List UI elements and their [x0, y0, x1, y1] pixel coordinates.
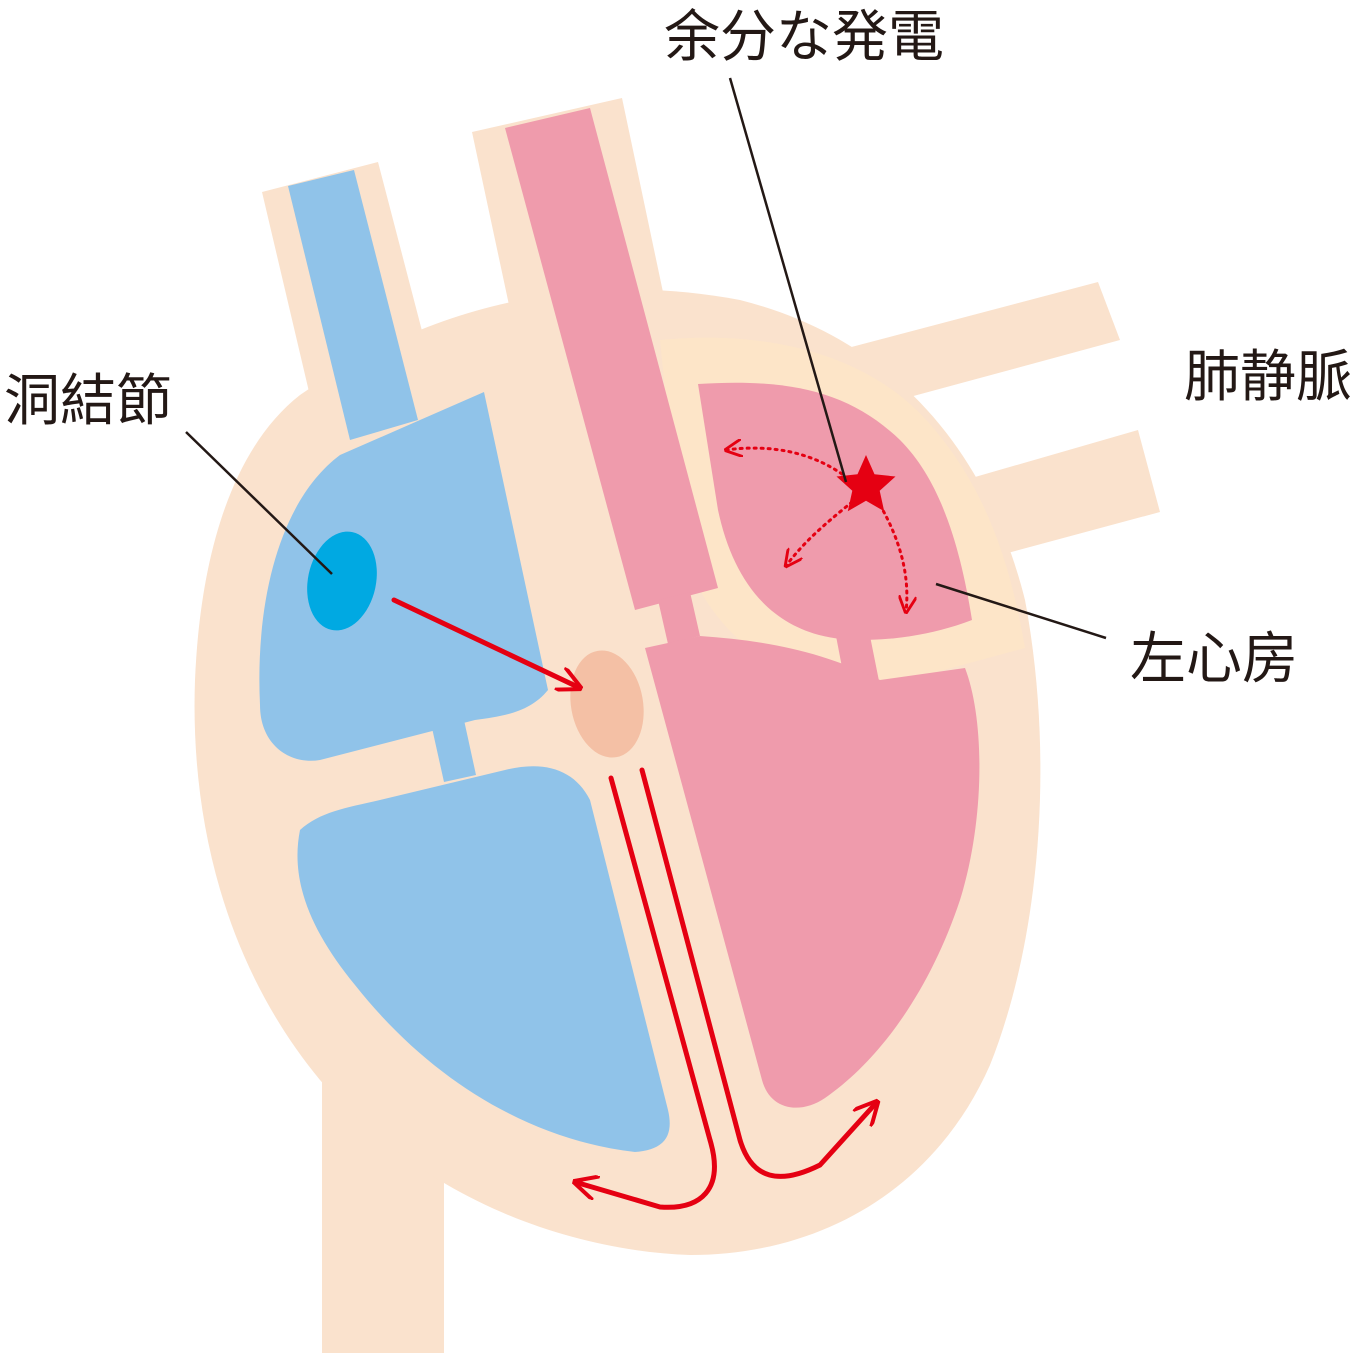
- label-pulmonary-veins: 肺静脈: [1184, 345, 1352, 410]
- right-heart: [259, 170, 670, 1152]
- tricuspid-valve: [432, 720, 476, 782]
- bundle-branch-right: [575, 775, 717, 1210]
- ectopic-arrow-left: [726, 448, 844, 476]
- ectopic-arrow-right: [878, 503, 907, 612]
- superior-vena-cava: [288, 170, 418, 440]
- star-icon: [836, 455, 896, 512]
- leader-extra-excitation: [728, 77, 848, 483]
- ectopic-conduction: [726, 448, 907, 612]
- label-extra-excitation: 余分な発電: [664, 5, 944, 70]
- right-ventricle: [297, 766, 670, 1152]
- pulmonary-vein-upper: [840, 282, 1120, 410]
- leader-left-atrium: [935, 582, 1107, 640]
- left-ventricle: [645, 636, 980, 1108]
- left-heart: [505, 108, 980, 1108]
- sa-to-av-arrow: [391, 597, 580, 688]
- bundle-branch-left: [639, 767, 877, 1179]
- normal-conduction: [391, 597, 877, 1210]
- left-atrium: [698, 382, 972, 640]
- label-sinus-node: 洞結節: [4, 369, 172, 434]
- label-left-atrium: 左心房: [1130, 627, 1298, 692]
- sinus-node: [307, 531, 377, 631]
- aorta-valve: [658, 592, 700, 644]
- aorta: [505, 108, 718, 610]
- leader-sinus-node: [185, 431, 333, 575]
- ectopic-arrow-down: [786, 500, 854, 566]
- right-atrium: [259, 392, 548, 761]
- leader-lines: [185, 77, 1107, 640]
- av-node: [570, 650, 644, 758]
